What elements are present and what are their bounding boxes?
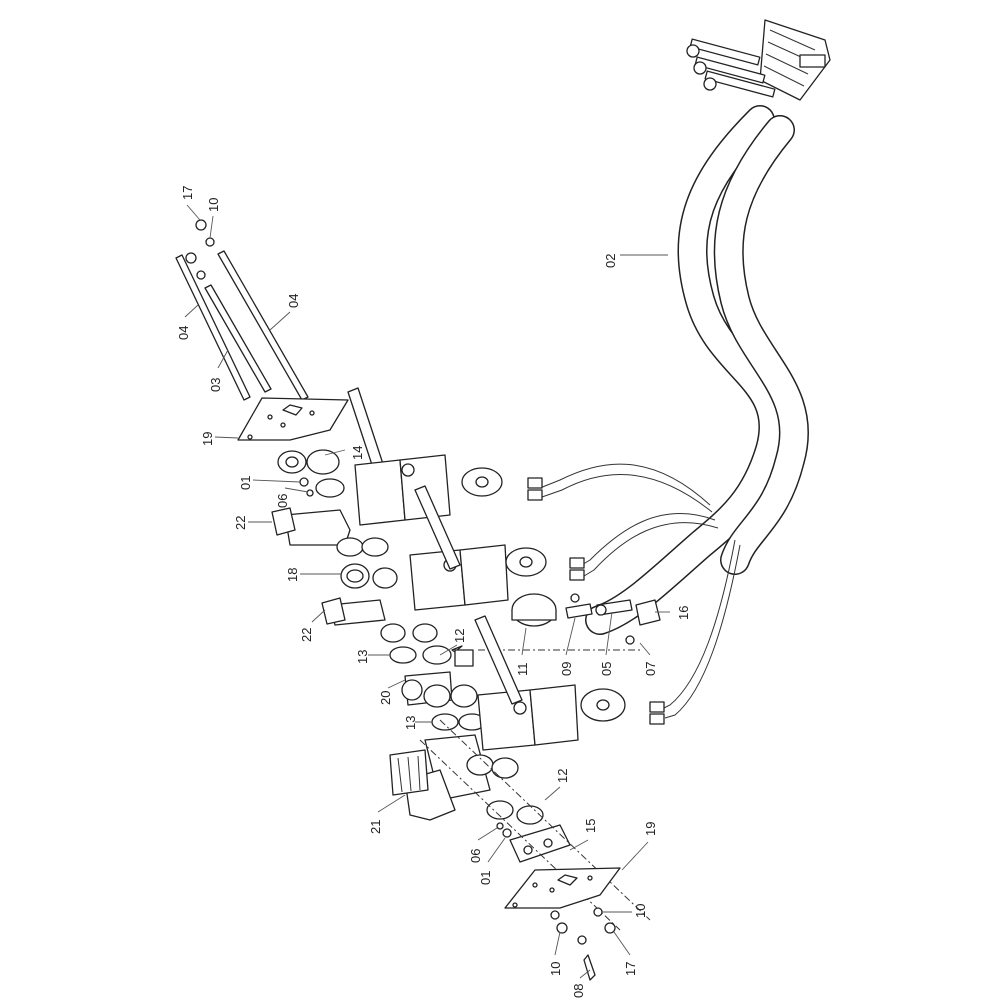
callout-10: 10 — [206, 198, 221, 212]
tie-rods — [175, 219, 309, 401]
callout-12: 12 — [452, 629, 467, 643]
outlet-section — [389, 719, 651, 931]
callout-13: 13 — [403, 716, 418, 730]
callout-22: 22 — [233, 516, 248, 530]
callout-15: 15 — [583, 819, 598, 833]
callout-21: 21 — [368, 820, 383, 834]
callout-17: 17 — [623, 962, 638, 976]
callout-14: 14 — [350, 446, 365, 460]
callout-08: 08 — [571, 984, 586, 998]
hose-bundle — [527, 105, 810, 725]
valve-section-1 — [271, 449, 503, 557]
callout-labels: 17 10 04 03 04 19 14 01 06 22 18 22 12 1… — [176, 186, 691, 998]
callout-19: 19 — [643, 822, 658, 836]
callout-18: 18 — [285, 568, 300, 582]
callout-10: 10 — [633, 904, 648, 918]
callout-01: 01 — [478, 871, 493, 885]
callout-16: 16 — [676, 606, 691, 620]
valve-section-3 — [389, 615, 626, 751]
callout-10: 10 — [548, 962, 563, 976]
callout-12: 12 — [555, 769, 570, 783]
callout-20: 20 — [378, 691, 393, 705]
callout-03: 03 — [208, 378, 223, 392]
callout-06: 06 — [275, 494, 290, 508]
callout-04: 04 — [176, 326, 191, 340]
leader-lines — [184, 204, 670, 979]
callout-13: 13 — [355, 650, 370, 664]
callout-22: 22 — [299, 628, 314, 642]
end-plate-bottom — [504, 867, 621, 981]
end-plate-top — [237, 387, 386, 475]
callout-19: 19 — [200, 432, 215, 446]
callout-02: 02 — [603, 254, 618, 268]
callout-07: 07 — [643, 662, 658, 676]
callout-11: 11 — [515, 663, 530, 677]
callout-04: 04 — [286, 294, 301, 308]
valve-section-2 — [321, 485, 661, 651]
callout-05: 05 — [599, 662, 614, 676]
control-lever-head — [686, 19, 831, 101]
callout-06: 06 — [468, 849, 483, 863]
callout-01: 01 — [238, 476, 253, 490]
callout-09: 09 — [559, 662, 574, 676]
callout-17: 17 — [180, 186, 195, 200]
